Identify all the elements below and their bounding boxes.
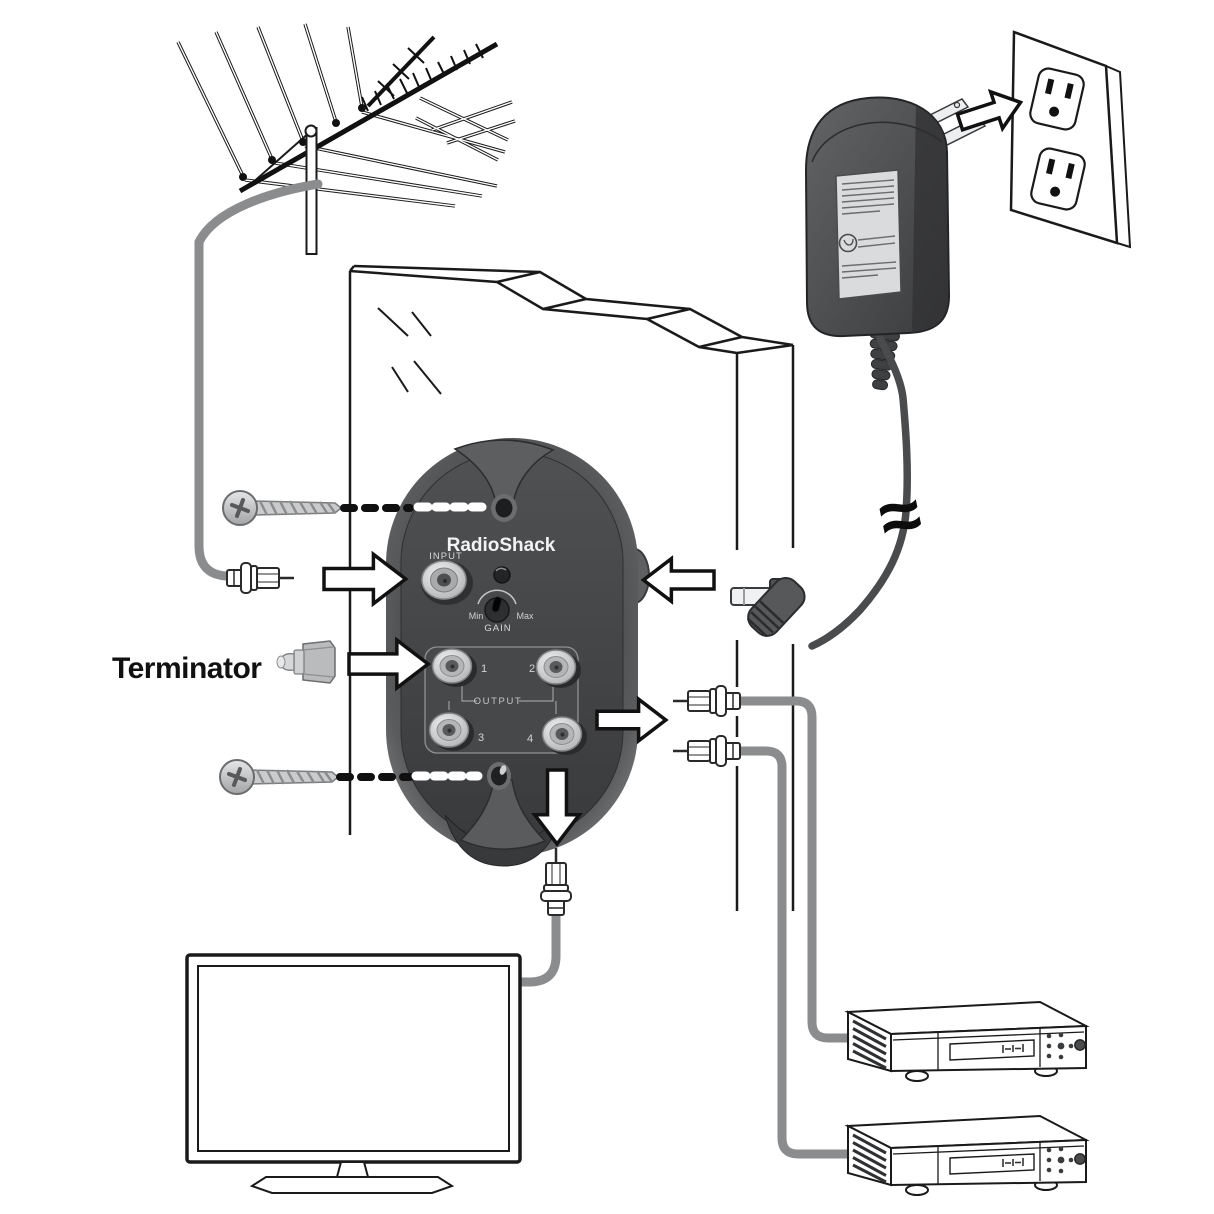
outlet-socket-bottom	[1030, 147, 1086, 211]
mounting-screw-top	[221, 489, 343, 527]
tv-stand-base	[249, 1176, 455, 1194]
output-label: OUTPUT	[474, 696, 523, 707]
power-in-arrow	[642, 557, 716, 603]
brand-label: RadioShack	[447, 535, 556, 556]
wall-top-front-edge	[349, 269, 738, 355]
outlet-socket-top	[1029, 67, 1085, 131]
gain-arc	[477, 589, 517, 605]
antenna-coax-cable	[194, 179, 323, 581]
terminator-label: Terminator	[112, 652, 262, 685]
port-3-number: 3	[478, 732, 484, 744]
vcr1-coax-cable	[733, 696, 852, 1043]
vcr-unit-2	[846, 1114, 1088, 1197]
power-cord	[808, 334, 911, 650]
adapter-label	[835, 169, 902, 300]
input-f-connector	[225, 561, 296, 595]
gain-knob	[484, 596, 510, 623]
antenna-reflector-ticks	[377, 47, 425, 97]
wall-top-steps	[349, 265, 794, 355]
amplifier-device: RadioShack INPUT Min Max GAIN OUTPUT 1 2…	[386, 438, 650, 867]
coax-cables	[194, 179, 856, 1159]
terminator-part	[276, 640, 336, 684]
antenna-joints	[239, 104, 366, 181]
port-2-number: 2	[529, 663, 535, 675]
top-screw-hole	[495, 498, 513, 518]
wall-outlet	[1009, 30, 1132, 249]
vcr-unit-1	[846, 1000, 1088, 1083]
port-1-number: 1	[481, 663, 487, 675]
tv-f-connector	[539, 846, 573, 917]
port-4-number: 4	[527, 733, 533, 745]
tv-coax-cable	[516, 903, 561, 987]
input-label: INPUT	[429, 551, 463, 562]
device-bottom-tongue	[459, 779, 547, 850]
antenna-boom	[238, 41, 499, 194]
led-indicator	[493, 566, 511, 584]
wall-hatch-marks	[377, 307, 442, 395]
dc-power-plug	[730, 577, 806, 638]
dc-plug-body	[746, 577, 806, 638]
wall-top-back-edge	[353, 264, 794, 347]
gain-max-label: Max	[516, 611, 534, 621]
input-port	[421, 560, 473, 605]
ul-mark-icon	[838, 233, 858, 253]
gain-label: GAIN	[484, 623, 511, 634]
antenna-mast-clamp	[304, 124, 318, 138]
vcr2-coax-cable	[733, 746, 856, 1159]
tv-stand-neck	[335, 1161, 370, 1178]
power-adapter	[804, 96, 987, 650]
vcr1-f-connector	[671, 684, 742, 718]
antenna-mast	[305, 127, 318, 255]
vcr2-f-connector	[671, 734, 742, 768]
television	[185, 953, 522, 1194]
antenna-elements-core	[177, 23, 516, 207]
outlet-plate	[1009, 30, 1119, 245]
adapter-seam	[811, 121, 943, 163]
device-top-tongue	[453, 439, 555, 505]
tv-screen	[197, 965, 510, 1152]
adapter-side-shade	[912, 106, 948, 331]
gain-min-label: Min	[469, 611, 484, 621]
alignment-dashes	[336, 502, 489, 781]
wall-cutaway	[348, 264, 795, 911]
tv-antenna	[176, 23, 516, 255]
cable-break-symbol: ≈	[872, 471, 929, 561]
output-tree-lines	[448, 680, 557, 714]
mounting-screw-bottom	[218, 758, 340, 796]
